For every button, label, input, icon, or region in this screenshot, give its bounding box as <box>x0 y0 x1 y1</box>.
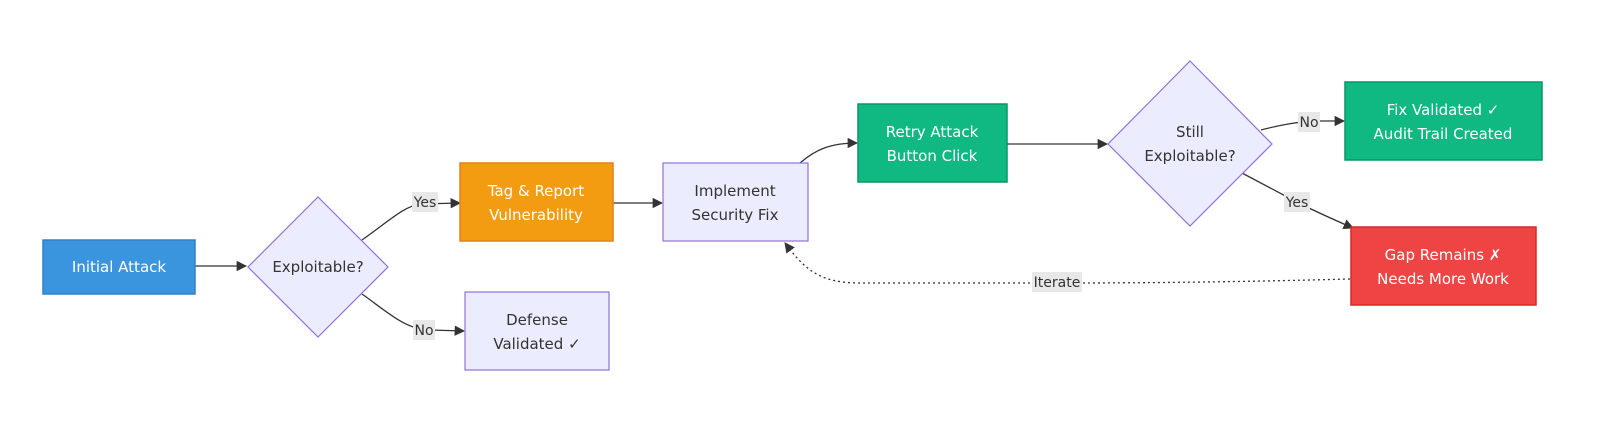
svg-text:Initial Attack: Initial Attack <box>72 258 166 276</box>
svg-text:Defense: Defense <box>506 311 568 329</box>
svg-text:Vulnerability: Vulnerability <box>489 206 583 224</box>
svg-text:No: No <box>414 323 433 339</box>
node-still-exploitable-decision: Still Exploitable? <box>1107 60 1273 227</box>
svg-text:Fix Validated ✓: Fix Validated ✓ <box>1387 101 1500 119</box>
svg-text:Retry Attack: Retry Attack <box>886 123 979 141</box>
svg-text:Exploitable?: Exploitable? <box>272 258 363 276</box>
node-initial-attack: Initial Attack <box>42 239 196 295</box>
svg-text:Gap Remains ✗: Gap Remains ✗ <box>1385 246 1502 264</box>
edge-exploitable-yes <box>361 198 462 241</box>
svg-text:Yes: Yes <box>413 195 437 211</box>
node-implement-fix: Implement Security Fix <box>662 162 809 242</box>
svg-text:Tag & Report: Tag & Report <box>487 182 584 200</box>
svg-text:Security Fix: Security Fix <box>692 206 779 224</box>
edge-implement-to-retry <box>799 137 859 164</box>
svg-text:Needs More Work: Needs More Work <box>1377 270 1509 288</box>
svg-text:Exploitable?: Exploitable? <box>1144 147 1235 165</box>
edge-label-still-yes: Yes <box>1284 192 1310 212</box>
edge-label-iterate: Iterate <box>1032 272 1082 292</box>
node-defense-validated: Defense Validated ✓ <box>464 291 610 371</box>
node-tag-report: Tag & Report Vulnerability <box>459 162 614 242</box>
edges <box>195 115 1354 336</box>
edge-label-still-no: No <box>1298 112 1320 132</box>
svg-text:Button Click: Button Click <box>887 147 978 165</box>
svg-text:No: No <box>1299 115 1318 131</box>
svg-text:Implement: Implement <box>694 182 775 200</box>
nodes: Initial Attack Exploitable? Tag & Report… <box>42 60 1543 371</box>
node-gap-remains: Gap Remains ✗ Needs More Work <box>1350 226 1537 306</box>
node-retry-attack: Retry Attack Button Click <box>857 103 1008 183</box>
edge-label-exploitable-yes: Yes <box>412 192 438 212</box>
svg-text:Still: Still <box>1176 123 1204 141</box>
edge-iterate <box>784 242 1351 284</box>
node-exploitable-decision: Exploitable? <box>247 196 389 338</box>
svg-text:Validated ✓: Validated ✓ <box>493 335 580 353</box>
edge-labels: Yes No No Yes Iterate <box>412 112 1320 340</box>
edge-label-exploitable-no: No <box>413 320 435 340</box>
svg-text:Audit Trail Created: Audit Trail Created <box>1374 125 1513 143</box>
svg-text:Iterate: Iterate <box>1034 275 1081 291</box>
node-fix-validated: Fix Validated ✓ Audit Trail Created <box>1344 81 1543 161</box>
svg-text:Yes: Yes <box>1285 195 1309 211</box>
